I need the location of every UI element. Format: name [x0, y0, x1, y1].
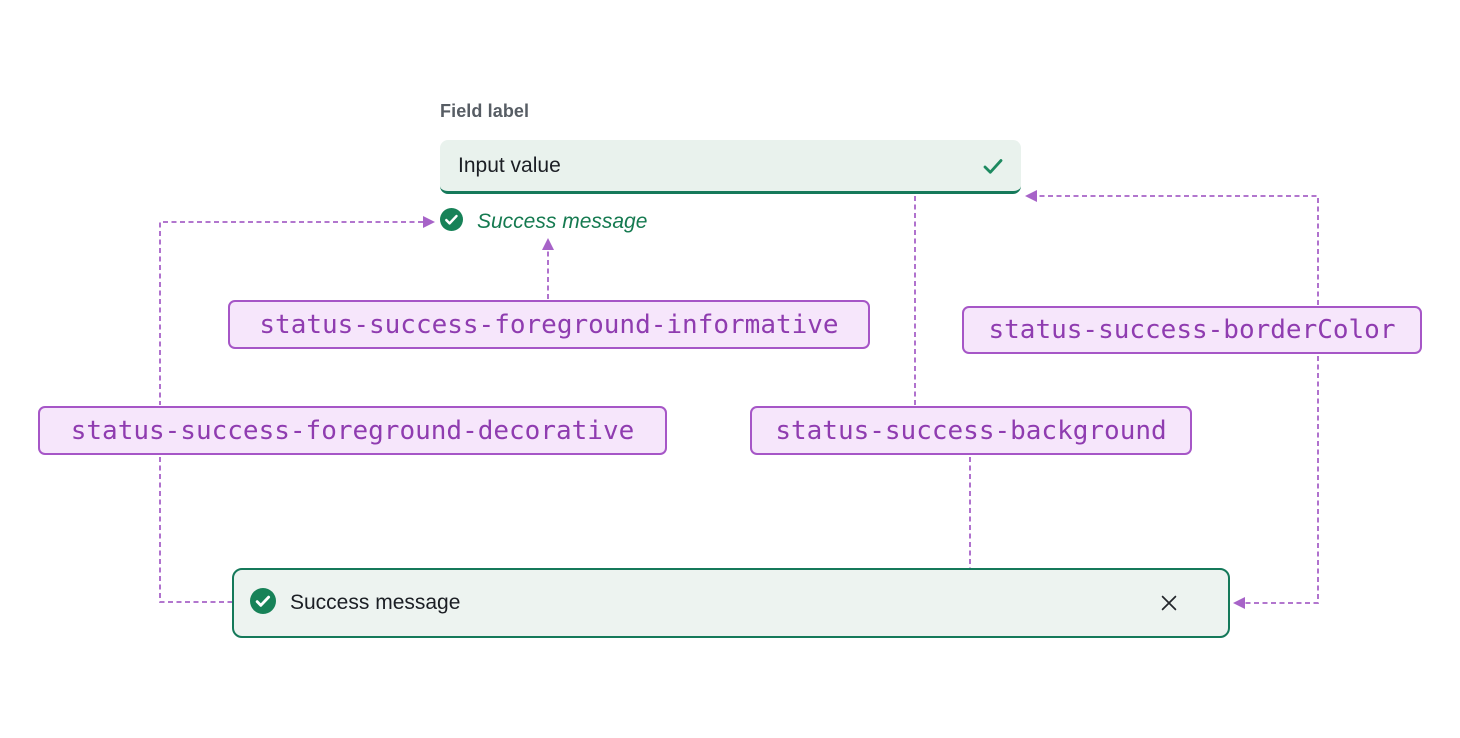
inline-success-message: Success message	[440, 208, 648, 236]
inline-success-text: Success message	[477, 210, 648, 233]
token-pill-status-success-background: status-success-background	[750, 406, 1192, 455]
token-pill-status-success-foreground-decorative: status-success-foreground-decorative	[38, 406, 667, 455]
text-input-success[interactable]: Input value	[440, 140, 1021, 194]
field-label: Field label	[440, 101, 530, 121]
connector-bordercolor-to-alert-border	[1245, 356, 1319, 604]
arrowhead-up	[542, 238, 554, 250]
connector-decorative-to-alert-icon	[159, 457, 235, 603]
arrowhead-right	[423, 216, 435, 228]
arrowhead-left	[1233, 597, 1245, 609]
token-pill-status-success-foreground-informative: status-success-foreground-informative	[228, 300, 870, 349]
token-pill-status-success-borderColor: status-success-borderColor	[962, 306, 1422, 354]
arrowhead-left	[1025, 190, 1037, 202]
check-circle-icon	[440, 208, 463, 236]
connector-bordercolor-to-input-border	[1037, 195, 1319, 305]
check-icon	[981, 154, 1005, 178]
success-alert: Success message	[232, 568, 1230, 638]
close-icon	[1158, 592, 1180, 614]
check-circle-icon	[250, 587, 276, 619]
alert-message: Success message	[290, 591, 461, 614]
close-button[interactable]	[1154, 588, 1184, 618]
input-value: Input value	[458, 153, 561, 177]
